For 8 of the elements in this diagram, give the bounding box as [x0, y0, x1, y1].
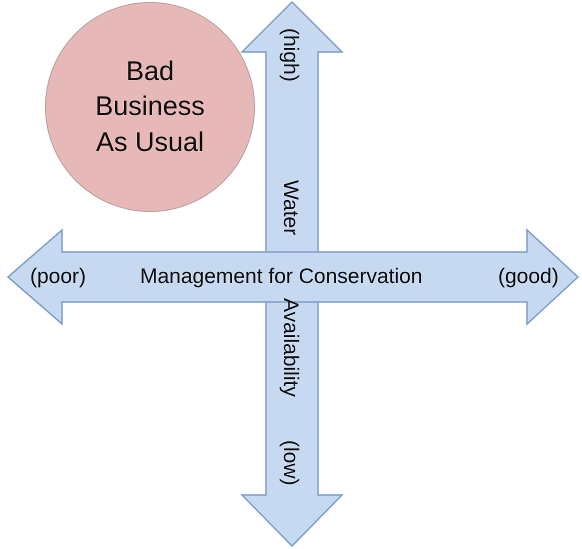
axis-label: (low) [280, 440, 301, 486]
axis-label: (good) [498, 266, 559, 287]
circle-text: Bad Business As Usual [94, 55, 206, 159]
axis-title: Availability [280, 298, 301, 397]
axis-label: (poor) [30, 266, 86, 287]
axis-label: (high) [280, 28, 301, 82]
axis-title: Management for Conservation [140, 266, 422, 287]
axis-title: Water [280, 180, 301, 236]
